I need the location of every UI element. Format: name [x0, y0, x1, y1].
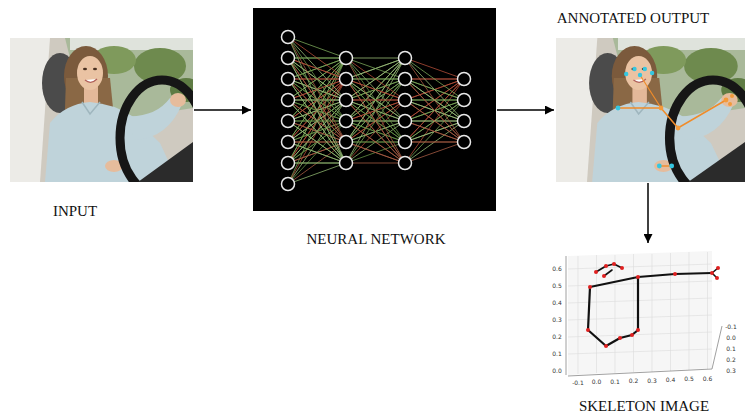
network-neurons [282, 31, 471, 191]
axis-tick: 0.6 [552, 266, 562, 272]
flow-arrow [497, 109, 554, 111]
image-panel: NEURAL NETWORK [253, 8, 496, 211]
axis-tick: -0.1 [725, 324, 737, 330]
network-panel [253, 8, 496, 211]
input-photo [10, 38, 204, 196]
axis-tick: 0.4 [666, 377, 676, 383]
axis-tick: 0.0 [552, 368, 562, 374]
image-panel: INPUT [10, 38, 193, 182]
output-photo [556, 38, 749, 196]
panel-caption: INPUT [53, 203, 97, 220]
axis-tick: 0.3 [552, 317, 562, 323]
axis-tick: 0.4 [552, 300, 562, 306]
panel-caption: SKELETON IMAGE [579, 398, 709, 415]
axis-tick: 0.1 [610, 379, 620, 385]
image-panel: SKELETON IMAGE [555, 245, 740, 390]
image-panel: ANNOTATED OUTPUT [556, 38, 745, 182]
axis-tick: 0.2 [726, 357, 736, 363]
axis-tick: 0.5 [684, 376, 694, 382]
flow-arrow [647, 183, 649, 243]
network-links [288, 37, 464, 184]
axis-tick: 0.3 [726, 368, 736, 374]
pose-keypoints [616, 67, 734, 169]
axis-tick: 0.1 [552, 351, 562, 357]
axis-tick: 0.6 [703, 376, 713, 382]
axis-tick: 0.2 [552, 334, 562, 340]
panel-caption: ANNOTATED OUTPUT [557, 10, 710, 27]
skeleton-plot [566, 251, 722, 376]
axis-tick: 0.2 [629, 378, 639, 384]
panel-caption: NEURAL NETWORK [306, 231, 445, 248]
axis-tick: 0.1 [726, 346, 736, 352]
axis-tick: -0.1 [572, 380, 584, 386]
axis-tick: 0.3 [647, 378, 657, 384]
flow-arrow [194, 109, 251, 111]
axis-tick: 0.0 [726, 335, 736, 341]
axis-tick: 0.0 [592, 379, 602, 385]
axis-tick: 0.5 [552, 283, 562, 289]
